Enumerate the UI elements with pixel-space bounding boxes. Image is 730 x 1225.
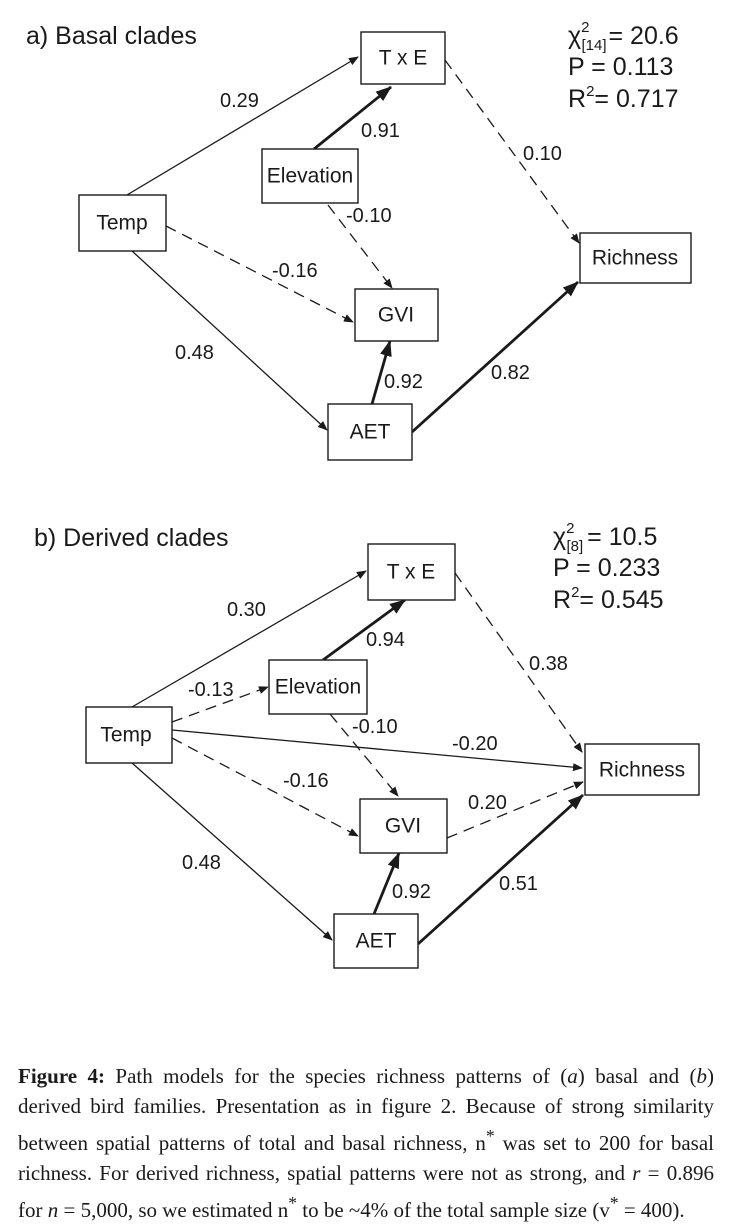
panel-b-node-txe: T x E xyxy=(367,543,456,601)
panel-b-node-aet: AET xyxy=(333,913,419,969)
caption-text: was set to 200 for basal richness. For d… xyxy=(18,1131,714,1185)
panel-a-coef-aet-gvi: 0.92 xyxy=(384,371,423,393)
figure-caption: Figure 4: Path models for the species ri… xyxy=(18,1061,714,1225)
panel-b-coef-temp-gvi: -0.16 xyxy=(283,770,329,792)
panel-a-edge-temp-aet xyxy=(131,250,328,431)
panel-a-edge-aet-gvi xyxy=(370,340,392,405)
caption-text: = 400). xyxy=(618,1198,685,1222)
svg-text:Temp: Temp xyxy=(100,724,151,747)
panel-a-edge-aet-richness xyxy=(411,280,579,434)
panel-a: a) Basal clades χ2[14]= 20.6 P = 0.113 R… xyxy=(26,19,692,461)
panel-a-node-txe: T x E xyxy=(360,31,446,85)
svg-text:Elevation: Elevation xyxy=(275,676,361,699)
panel-b-coef-temp-elevation: -0.13 xyxy=(188,679,234,701)
panel-a-fit-stats: χ2[14]= 20.6 P = 0.113 R2= 0.717 xyxy=(568,19,679,113)
svg-text:Temp: Temp xyxy=(96,212,147,235)
panel-b-node-elevation: Elevation xyxy=(268,659,368,715)
caption-star: * xyxy=(609,1193,619,1213)
panel-a-coef-txe-richness: 0.10 xyxy=(523,143,562,165)
panel-a-coef-temp-gvi: -0.16 xyxy=(272,260,318,282)
panel-b-coef-txe-richness: 0.38 xyxy=(529,653,568,675)
panel-b-node-richness: Richness xyxy=(584,743,700,796)
panel-b-coef-elevation-txe: 0.94 xyxy=(366,629,405,651)
panel-a-coef-temp-txe: 0.29 xyxy=(220,90,259,112)
caption-italic-n: n xyxy=(47,1198,59,1222)
panel-a-edge-temp-txe xyxy=(126,56,359,196)
panel-b-fit-stats: χ2[8]= 10.5 P = 0.233 R2= 0.545 xyxy=(553,520,664,614)
caption-text: = 5,000, so we estimated n xyxy=(58,1198,289,1222)
caption-italic-b: b xyxy=(696,1064,708,1088)
svg-text:GVI: GVI xyxy=(378,304,414,327)
caption-text: = 0.896 for xyxy=(18,1161,715,1222)
panel-b-edge-txe-richness xyxy=(454,572,583,753)
svg-text:Richness: Richness xyxy=(599,759,685,782)
panel-b-r-squared: R2= 0.545 xyxy=(553,584,664,614)
panel-b-node-temp: Temp xyxy=(85,706,173,764)
caption-label: Figure 4: xyxy=(18,1064,106,1088)
panel-a-coef-elevation-txe: 0.91 xyxy=(361,120,400,142)
panel-b-edge-temp-gvi xyxy=(171,737,359,837)
svg-text:T x E: T x E xyxy=(379,47,428,70)
panel-a-edge-elevation-txe xyxy=(313,85,392,151)
panel-b-coef-temp-richness: -0.20 xyxy=(452,733,498,755)
panel-b-edge-elevation-txe xyxy=(322,598,406,662)
panel-a-edge-txe-richness xyxy=(444,59,580,244)
panel-b-coef-aet-gvi: 0.92 xyxy=(392,881,431,903)
panel-b-edge-temp-richness xyxy=(171,729,583,772)
panel-a-node-temp: Temp xyxy=(78,194,167,252)
panel-b-title: b) Derived clades xyxy=(34,524,229,552)
svg-text:T x E: T x E xyxy=(387,561,436,584)
caption-star: * xyxy=(485,1126,495,1146)
panel-b-coef-temp-aet: 0.48 xyxy=(182,852,221,874)
panel-a-title: a) Basal clades xyxy=(26,22,197,50)
panel-a-node-gvi: GVI xyxy=(354,288,439,342)
panel-a-node-elevation: Elevation xyxy=(261,148,359,204)
svg-text:Richness: Richness xyxy=(592,247,678,270)
caption-text: Path models for the species richness pat… xyxy=(105,1064,568,1088)
caption-star: * xyxy=(288,1193,297,1213)
panel-b-edge-temp-txe xyxy=(131,570,367,708)
panel-a-node-aet: AET xyxy=(327,403,413,461)
panel-b-coef-gvi-richness: 0.20 xyxy=(468,792,507,814)
panel-b-coef-aet-richness: 0.51 xyxy=(499,873,538,895)
panel-b-node-gvi: GVI xyxy=(359,798,448,854)
caption-italic-r: r xyxy=(632,1161,641,1185)
panel-b-edge-temp-aet xyxy=(131,762,333,941)
panel-b-edge-aet-richness xyxy=(417,793,584,946)
panel-b-edge-gvi-richness xyxy=(446,781,584,839)
panel-a-coef-aet-richness: 0.82 xyxy=(491,362,530,384)
panel-a-coef-elevation-gvi: -0.10 xyxy=(346,205,392,227)
panel-b: b) Derived clades χ2[8]= 10.5 P = 0.233 … xyxy=(34,520,700,969)
path-model-diagram: a) Basal clades χ2[14]= 20.6 P = 0.113 R… xyxy=(26,19,700,969)
panel-a-coef-temp-aet: 0.48 xyxy=(175,342,214,364)
caption-text: ) derived bird families. Presentation as… xyxy=(18,1064,714,1155)
svg-text:GVI: GVI xyxy=(385,815,421,838)
panel-a-node-richness: Richness xyxy=(579,232,692,284)
svg-text:AET: AET xyxy=(356,930,397,953)
caption-text: ) basal and ( xyxy=(577,1064,697,1088)
caption-italic-a: a xyxy=(567,1064,578,1088)
panel-b-p-value: P = 0.233 xyxy=(553,554,660,582)
panel-b-coef-temp-txe: 0.30 xyxy=(227,599,266,621)
panel-b-chi-square: χ2[8]= 10.5 xyxy=(553,520,657,555)
caption-text: to be ~4% of the total sample size (v xyxy=(296,1198,610,1222)
panel-a-chi-square: χ2[14]= 20.6 xyxy=(568,19,679,54)
svg-text:Elevation: Elevation xyxy=(267,165,353,188)
panel-a-p-value: P = 0.113 xyxy=(568,53,673,81)
panel-b-edge-aet-gvi xyxy=(372,852,401,915)
panel-a-r-squared: R2= 0.717 xyxy=(568,83,679,113)
panel-b-coef-elevation-gvi: -0.10 xyxy=(352,716,398,738)
svg-text:AET: AET xyxy=(350,421,391,444)
